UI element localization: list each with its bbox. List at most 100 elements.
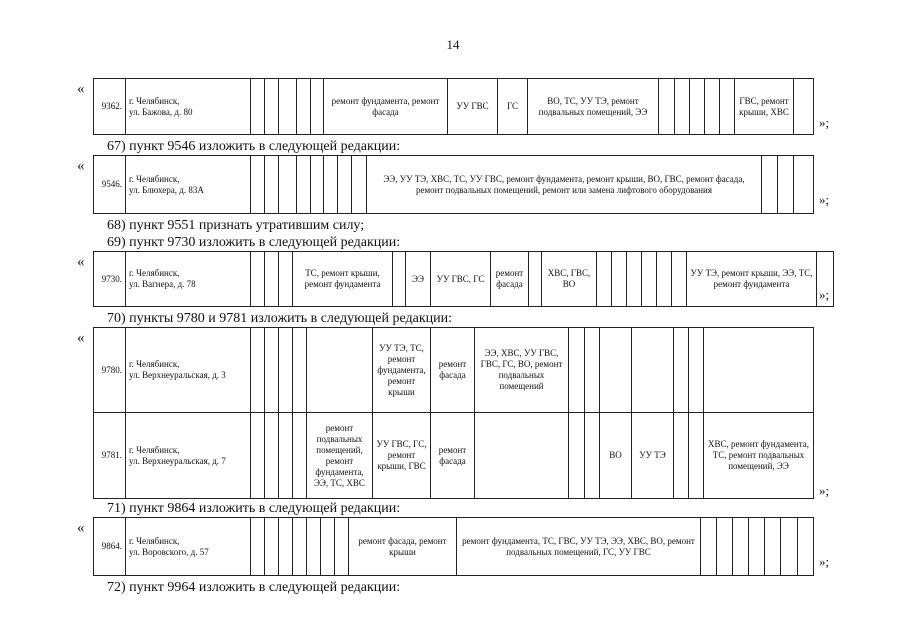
instruction-68: 68) пункт 9551 признать утратившим силу;: [107, 218, 365, 233]
address-city: г. Челябинск,: [129, 173, 180, 184]
empty-cell: [264, 251, 279, 307]
empty-cell: [296, 78, 311, 135]
empty-cell: [250, 155, 265, 214]
empty-cell: [793, 155, 814, 214]
empty-cell: [611, 251, 627, 307]
row-table-9864: 9864. г. Челябинск,ул. Воровского, д. 57…: [93, 517, 814, 576]
work-cell: ремонт фасада: [430, 412, 475, 499]
address-city: г. Челябинск,: [129, 359, 180, 369]
empty-cell: [673, 412, 689, 499]
empty-cell: [292, 412, 307, 499]
row-number: 9780.: [93, 327, 126, 413]
address-street: ул. Верхнеуральская, д. 7: [129, 455, 226, 466]
row-number: 9362.: [93, 78, 126, 135]
open-quote: «: [77, 158, 85, 174]
empty-cell: [392, 251, 406, 307]
address-street: ул. Воровского, д. 57: [129, 546, 209, 557]
empty-cell: [278, 251, 293, 307]
empty-cell: [703, 327, 814, 413]
empty-cell: [671, 251, 687, 307]
empty-cell: [596, 251, 612, 307]
empty-cell: [568, 412, 585, 499]
empty-cell: [292, 517, 307, 576]
empty-cell: [674, 78, 690, 135]
empty-cell: [334, 517, 349, 576]
empty-cell: [351, 155, 367, 214]
row-table-9362: 9362. г. Челябинск,ул. Бажова, д. 80 рем…: [93, 78, 814, 135]
empty-cell: [641, 251, 657, 307]
empty-cell: [716, 517, 733, 576]
address-cell: г. Челябинск,ул. Верхнеуральская, д. 3: [125, 327, 251, 413]
row-number: 9546.: [93, 155, 126, 214]
empty-cell: [264, 412, 279, 499]
work-cell: ремонт фундамента, ТС, ГВС, УУ ТЭ, ЭЭ, Х…: [456, 517, 701, 576]
empty-cell: [250, 412, 265, 499]
empty-cell: [584, 327, 600, 413]
close-quote: »;: [819, 115, 830, 130]
empty-cell: [777, 155, 794, 214]
close-quote: »;: [819, 192, 830, 207]
empty-cell: [528, 251, 542, 307]
empty-cell: [631, 327, 674, 413]
empty-cell: [474, 412, 569, 499]
address-city: г. Челябинск,: [129, 95, 180, 106]
row-number: 9864.: [93, 517, 126, 576]
work-cell: ЭЭ, ХВС, УУ ГВС, ГВС, ГС, ВО, ремонт под…: [474, 327, 569, 413]
empty-cell: [700, 517, 717, 576]
empty-cell: [719, 78, 735, 135]
instruction-71: 71) пункт 9864 изложить в следующей реда…: [107, 501, 401, 516]
work-cell: УУ ГВС, ГС, ремонт крыши, ГВС: [372, 412, 431, 499]
empty-cell: [278, 155, 297, 214]
empty-cell: [748, 517, 765, 576]
empty-cell: [296, 155, 311, 214]
empty-cell: [323, 155, 338, 214]
empty-cell: [584, 412, 600, 499]
empty-cell: [250, 327, 265, 413]
work-cell: ремонт фасада: [490, 251, 529, 307]
instruction-70: 70) пункты 9780 и 9781 изложить в следую…: [107, 311, 453, 326]
empty-cell: [599, 327, 632, 413]
row-number: 9730.: [93, 251, 126, 307]
address-street: ул. Вагнера, д. 78: [129, 279, 196, 289]
open-quote: «: [77, 254, 85, 270]
address-cell: г. Челябинск,ул. Верхнеуральская, д. 7: [125, 412, 251, 499]
work-cell: ЭЭ, УУ ТЭ, ХВС, ТС, УУ ГВС, ремонт фунда…: [366, 155, 762, 214]
close-quote: »;: [819, 287, 830, 302]
empty-cell: [278, 412, 293, 499]
empty-cell: [689, 78, 705, 135]
row-table-9780-9781: 9780. г. Челябинск,ул. Верхнеуральская, …: [93, 327, 814, 499]
address-street: ул. Верхнеуральская, д. 3: [129, 370, 226, 380]
empty-cell: [764, 517, 781, 576]
empty-cell: [292, 327, 307, 413]
empty-cell: [320, 517, 335, 576]
work-cell: ГВС, ремонт крыши, ХВС: [734, 78, 794, 135]
open-quote: «: [77, 81, 85, 97]
empty-cell: [250, 78, 265, 135]
work-cell: УУ ТЭ: [631, 412, 674, 499]
empty-cell: [264, 517, 279, 576]
work-cell: ремонт подвальных помещений, ремонт фунд…: [306, 412, 373, 499]
row-number: 9781.: [93, 412, 126, 499]
address-cell: г. Челябинск,ул. Блюхера, д. 83А: [125, 155, 251, 214]
work-cell: ремонт фасада: [430, 327, 475, 413]
work-cell: УУ ТЭ, ремонт крыши, ЭЭ, ТС, ремонт фунд…: [686, 251, 817, 307]
open-quote: «: [77, 520, 85, 536]
work-cell: ХВС, ремонт фундамента, ТС, ремонт подва…: [703, 412, 814, 499]
empty-cell: [568, 327, 585, 413]
empty-cell: [780, 517, 798, 576]
empty-cell: [626, 251, 642, 307]
work-cell: УУ ГВС: [447, 78, 498, 135]
work-cell: ВО, ТС, УУ ТЭ, ремонт подвальных помещен…: [527, 78, 659, 135]
instruction-69: 69) пункт 9730 изложить в следующей реда…: [107, 235, 401, 250]
empty-cell: [761, 155, 778, 214]
empty-cell: [306, 517, 321, 576]
work-cell: ВО: [599, 412, 632, 499]
empty-cell: [310, 78, 324, 135]
empty-cell: [250, 517, 265, 576]
empty-cell: [673, 327, 689, 413]
empty-cell: [250, 251, 265, 307]
work-cell: ЭЭ: [405, 251, 431, 307]
empty-cell: [688, 327, 704, 413]
empty-cell: [306, 327, 373, 413]
empty-cell: [797, 517, 814, 576]
